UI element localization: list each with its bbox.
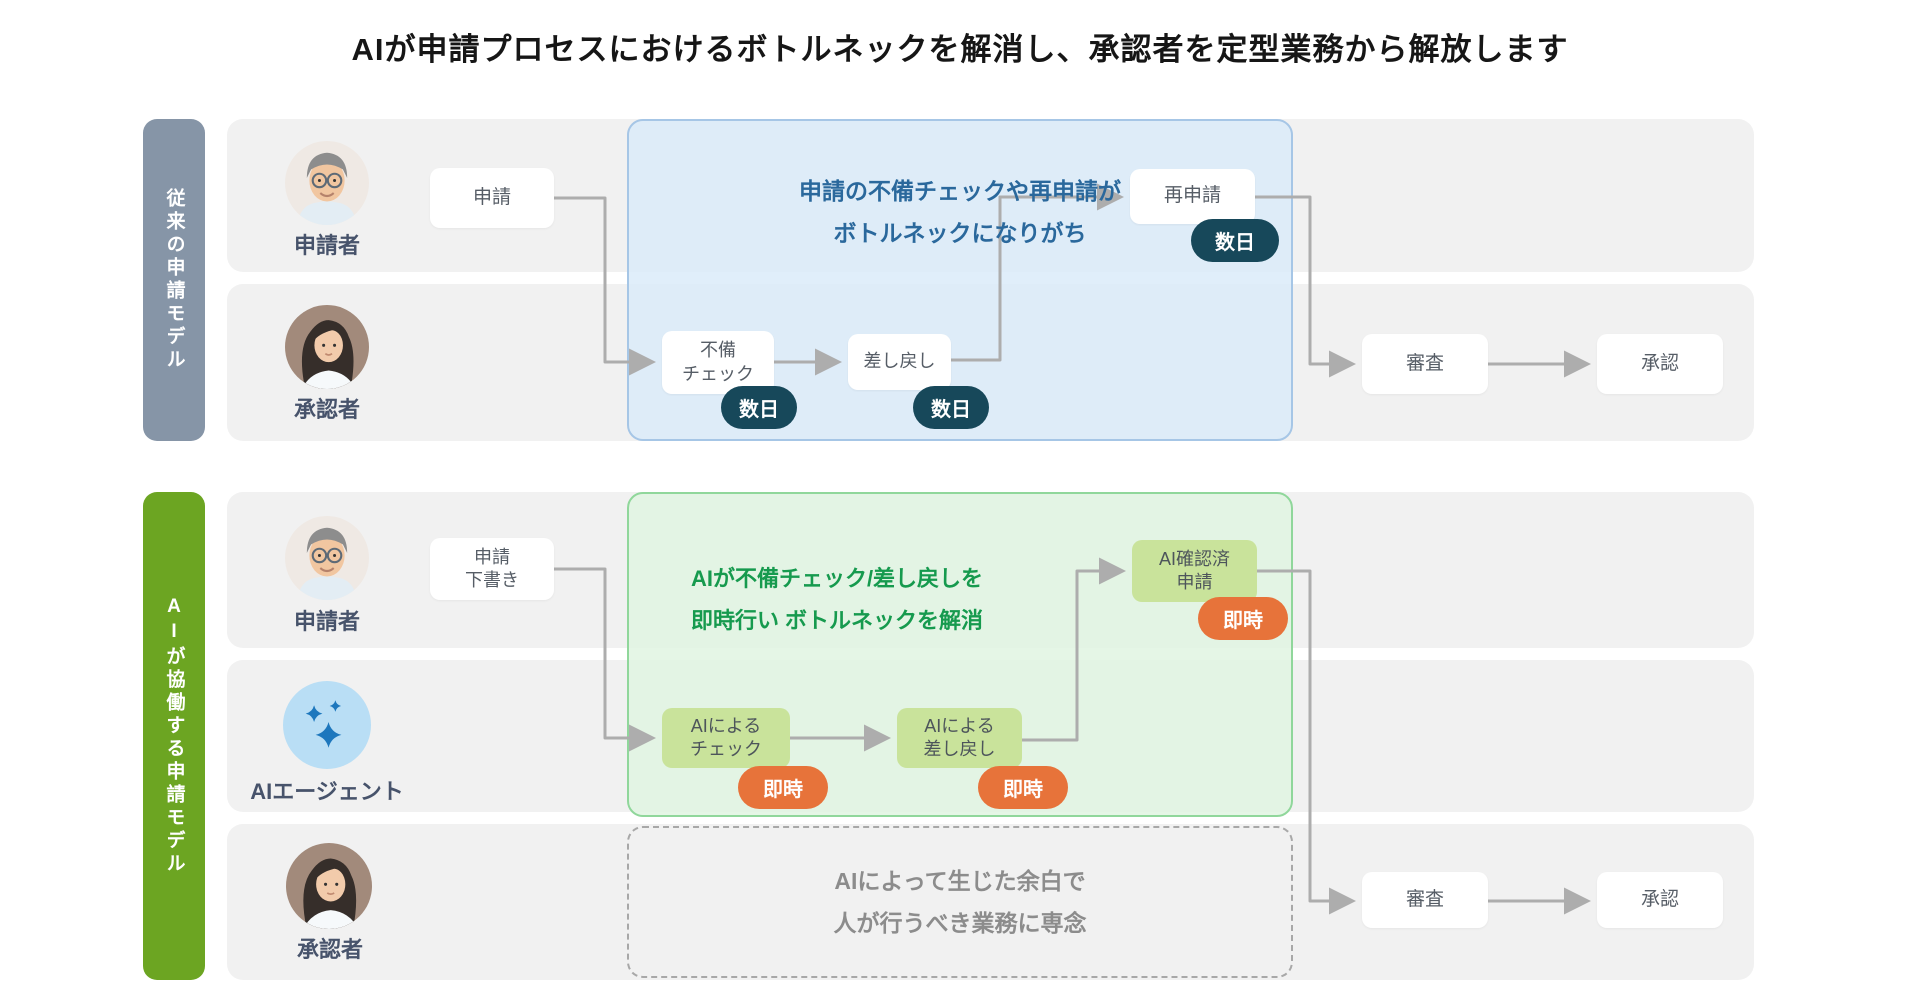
ai-step-approve: 承認 [1597,872,1723,928]
ai-agent-avatar [283,681,371,769]
ai-step-review: 審査 [1362,872,1488,928]
legacy-model-sidebar-label: 従来の申請モデル [143,119,205,441]
ai-approver-avatar [286,843,372,929]
legacy-applicant-avatar [285,141,369,225]
legacy-step-apply: 申請 [430,168,554,228]
ai-model-sidebar-label: AIが協働する申請モデル [143,492,205,980]
woman-avatar-icon [285,305,369,389]
sparkles-icon [305,700,342,748]
ai-free-time-note: AIによって生じた余白で 人が行うべき業務に専念 [627,826,1293,978]
ai-solution-callout-text: AIが不備チェック/差し戻しを 即時行い ボトルネックを解消 [690,566,984,633]
ai-applicant-label: 申請者 [293,609,360,634]
ai-step-check: AIによる チェック [662,708,790,768]
elderly-man-avatar-icon [285,516,369,600]
ai-approver-label: 承認者 [296,937,363,962]
ai-step-sendback: AIによる 差し戻し [897,708,1022,768]
days-badge-sendback: 数日 [913,386,989,429]
legacy-step-review: 審査 [1362,334,1488,394]
ai-applicant-avatar [285,516,369,600]
days-badge-check: 数日 [721,386,797,429]
page-title: AIが申請プロセスにおけるボトルネックを解消し、承認者を定型業務から解放します [351,32,1569,67]
woman-avatar-icon [286,843,372,929]
instant-badge-check: 即時 [738,766,828,809]
elderly-man-avatar-icon [285,141,369,225]
days-badge-reapply: 数日 [1191,219,1279,262]
ai-agent-label: AIエージェント [250,779,404,804]
instant-badge-confirmed: 即時 [1198,597,1288,640]
legacy-step-sendback: 差し戻し [848,334,951,390]
legacy-step-reapply: 再申請 [1130,169,1255,224]
legacy-step-approve: 承認 [1597,334,1723,394]
legacy-step-check: 不備 チェック [662,331,774,394]
ai-step-confirmed: AI確認済 申請 [1132,540,1257,602]
legacy-applicant-label: 申請者 [293,233,360,258]
legacy-approver-label: 承認者 [293,397,360,422]
ai-free-time-note-text: AIによって生じた余白で 人が行うべき業務に専念 [833,868,1087,936]
legacy-approver-avatar [285,305,369,389]
ai-step-draft: 申請 下書き [430,538,554,600]
instant-badge-sendback: 即時 [978,766,1068,809]
